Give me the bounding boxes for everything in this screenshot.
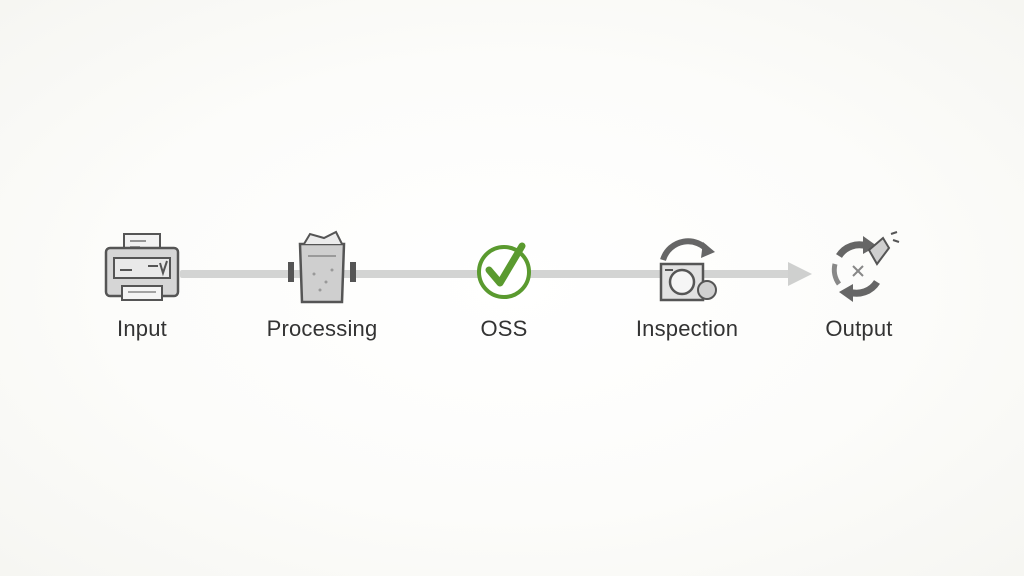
step-label-input: Input xyxy=(117,316,167,341)
step-label-oss: OSS xyxy=(480,316,528,341)
step-input: Input xyxy=(72,230,212,350)
step-label-output: Output xyxy=(825,316,893,341)
step-label-inspection: Inspection xyxy=(635,316,739,341)
container-icon xyxy=(280,230,364,306)
flow-arrowhead xyxy=(788,262,812,286)
step-inspection: Inspection xyxy=(617,230,757,350)
recycle-icon xyxy=(817,230,901,306)
step-label-processing: Processing xyxy=(266,316,378,341)
step-processing: Processing xyxy=(252,230,392,350)
printer-icon xyxy=(100,230,184,306)
step-output: Output xyxy=(789,230,929,350)
inspection-icon xyxy=(645,230,729,306)
check-circle-icon xyxy=(462,230,546,306)
step-oss: OSS xyxy=(434,230,574,350)
